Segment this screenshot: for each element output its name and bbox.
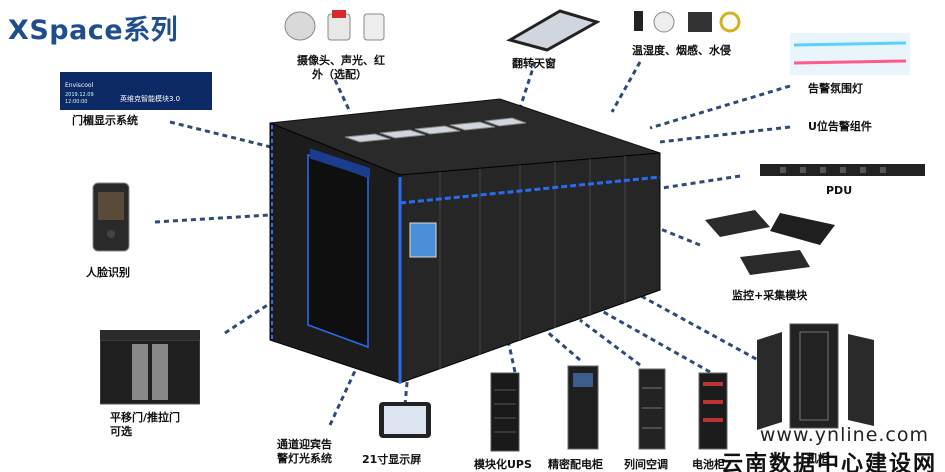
label-ambient-light: 告警氛围灯: [808, 82, 863, 95]
connector-ups: [506, 339, 517, 373]
connector-sensors: [610, 61, 642, 113]
pdc-cabinet-image: [567, 365, 599, 450]
label-camera: 摄像头、声光、红: [297, 54, 385, 67]
face-id-terminal: [92, 182, 130, 252]
ups-cabinet-image: [490, 372, 520, 452]
label-screen21: 21寸显示屏: [362, 453, 422, 466]
ambient-light-image: [790, 33, 910, 75]
connector-sliding-door: [224, 298, 276, 335]
watermark-text: 云南数据中心建设网: [720, 452, 937, 472]
led-strip: [399, 175, 661, 205]
label-sliding-door-optional: 可选: [110, 425, 132, 438]
label-sensors: 温湿度、烟感、水侵: [632, 44, 731, 57]
label-camera-optional: 外（选配）: [312, 68, 367, 81]
connector-camera: [333, 79, 352, 113]
label-sliding-door: 平移门/推拉门: [110, 411, 181, 424]
connector-rack: [629, 288, 781, 374]
monitor-modules-image: [705, 210, 835, 275]
screen-time: 12:00:00: [65, 99, 88, 105]
connector-skylight: [518, 61, 537, 109]
aisle-door: [307, 153, 369, 349]
label-u-alarm: U位告警组件: [808, 120, 872, 133]
label-skylight: 翻转天窗: [512, 57, 556, 70]
label-monitor: 监控+采集模块: [732, 289, 808, 302]
label-pdc: 精密配电柜: [548, 458, 603, 471]
rack-cabinet-image: [757, 323, 874, 430]
label-battery: 电池柜: [692, 458, 725, 471]
door-display-screen: Enviscool 2019.12.09 12:00:00 英维克智能模块3.0: [60, 72, 212, 110]
skylight-panels: [344, 117, 527, 143]
skylight-image: [506, 9, 600, 52]
label-face-id: 人脸识别: [86, 266, 130, 279]
tablet-21-inch-image: [379, 402, 431, 438]
connector-door-display: [169, 120, 284, 152]
label-door-display: 门楣显示系统: [72, 114, 138, 127]
modular-datacenter-illustration: [269, 98, 661, 384]
connector-monitor: [657, 226, 701, 247]
label-ac: 列间空调: [624, 458, 668, 471]
label-pdu: PDU: [826, 184, 853, 197]
connector-ac: [579, 318, 641, 367]
ac-unit-image: [638, 368, 666, 450]
connector-corridor-light: [328, 359, 362, 426]
battery-cabinet-image: [698, 372, 728, 450]
watermark-url: www.ynline.com: [759, 424, 929, 446]
sliding-door-image: [100, 330, 200, 405]
connector-ambient-light: [649, 84, 791, 130]
label-rack: 机柜: [807, 452, 829, 465]
connector-pdc: [544, 328, 581, 362]
label-corridor-light-2: 警灯光系统: [277, 452, 332, 465]
camera-alarm-devices: [284, 10, 385, 41]
connector-pdu: [661, 174, 741, 190]
connector-face-id: [154, 213, 271, 224]
screen-caption: 英维克智能模块3.0: [120, 95, 181, 103]
door-header-screen: [310, 148, 370, 178]
pdu-image: [760, 164, 925, 176]
side-touch-screen: [409, 222, 437, 258]
right-face: [399, 152, 661, 384]
sensor-devices: [634, 11, 741, 33]
connector-battery: [599, 308, 711, 374]
connector-u-alarm: [659, 125, 791, 144]
screen-brand: Enviscool: [65, 82, 94, 89]
screen-date: 2019.12.09: [65, 92, 94, 98]
label-corridor-light: 通道迎宾告: [277, 438, 332, 451]
page-title: XSpace系列: [8, 15, 179, 46]
label-ups: 模块化UPS: [474, 458, 532, 471]
